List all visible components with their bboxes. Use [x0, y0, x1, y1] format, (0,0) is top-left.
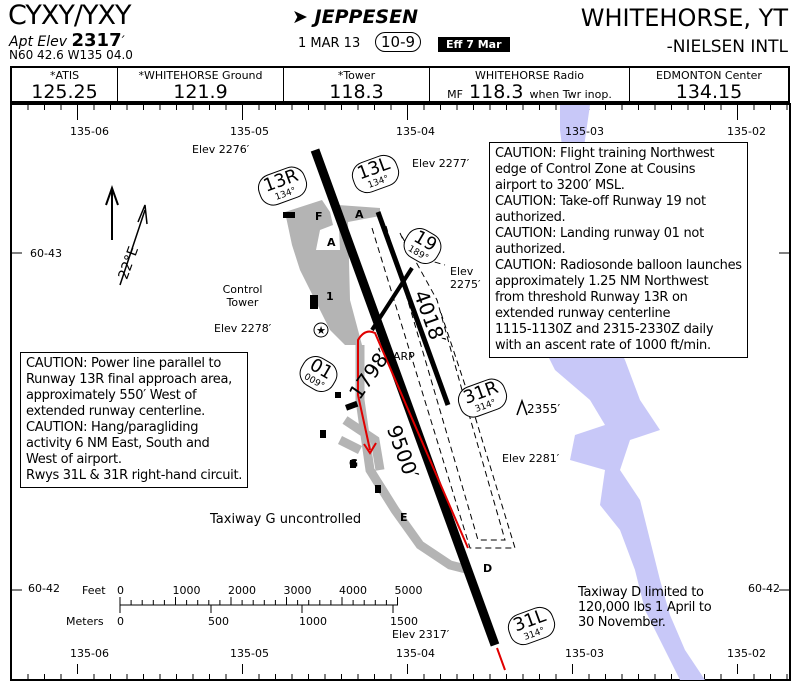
- note-line: activity 6 NM East, South and: [26, 436, 210, 451]
- spot-elevation: 2355′: [527, 402, 561, 416]
- elevation-label: Elev 2275′: [450, 265, 481, 291]
- elevation-label: Elev 2278′: [214, 322, 272, 335]
- chart-number: 10-9: [375, 32, 422, 52]
- elevation-label: Elev 2317′: [392, 628, 450, 641]
- scale-feet-tick-label: 4000: [339, 584, 367, 597]
- runway-13L-31R: [375, 211, 451, 406]
- note-line: authorized.: [495, 210, 566, 225]
- note-line: CAUTION: Power line parallel to: [26, 356, 222, 371]
- scale-feet-tick-label: 5000: [394, 584, 423, 597]
- lon-label: 135-04: [396, 125, 435, 138]
- lon-label: 135-03: [565, 647, 604, 660]
- lon-label: 135-02: [727, 647, 766, 660]
- taxiway-A-label: A: [355, 208, 364, 221]
- airport-elevation: Apt Elev 2317′: [9, 30, 125, 51]
- note-line: 1115-1130Z and 2315-2330Z daily: [495, 322, 714, 337]
- scale-meters-tick-label: 500: [208, 615, 229, 628]
- lon-label: 135-05: [230, 647, 269, 660]
- airport-coordinates: N60 42.6 W135 04.0: [9, 48, 133, 62]
- note-line: Runway 13R final approach area,: [26, 372, 232, 387]
- taxiway-g-note: Taxiway G uncontrolled: [210, 512, 362, 527]
- true-north-arrow-icon: [119, 204, 148, 286]
- lon-label: 135-05: [230, 125, 269, 138]
- taxiway-F-label: F: [315, 210, 323, 223]
- arp-label: ARP: [393, 350, 415, 363]
- runway-13R-31L: [310, 148, 500, 647]
- elevation-label: Elev 2276′: [192, 143, 250, 156]
- scale-meters-label: Meters: [66, 615, 104, 628]
- map-frame: [10, 103, 791, 681]
- effective-date: Eff 7 Mar: [438, 37, 510, 52]
- scale-feet-tick-label: 2000: [228, 584, 256, 597]
- logo-swoosh-icon: ➤: [292, 6, 315, 28]
- city-name: WHITEHORSE, YT: [580, 4, 788, 32]
- control-tower-label: Control Tower: [222, 283, 263, 309]
- approach-arrow: [496, 647, 506, 671]
- note-line: airport to 3200′ MSL.: [495, 178, 625, 193]
- note-line: approximately 1.25 NM Northwest: [495, 274, 709, 289]
- lat-label: 60-43: [30, 247, 62, 260]
- note-line: with an ascent rate of 1000 ft/min.: [495, 338, 711, 353]
- elevation-label: Elev 2281′: [502, 452, 560, 465]
- scale-feet-label: Feet: [82, 584, 106, 597]
- note-line: CAUTION: Landing runway 01 not: [495, 226, 704, 241]
- note-line: CAUTION: Flight training Northwest: [495, 146, 715, 161]
- airport-name: -NIELSEN INTL: [666, 37, 788, 57]
- note-line: from threshold Runway 13R on: [495, 290, 688, 305]
- lat-label: 60-42: [748, 582, 780, 595]
- control-tower-icon: [313, 322, 329, 338]
- tower-star-icon: ★: [316, 324, 326, 337]
- scale-meters-tick-label: 0: [117, 615, 124, 628]
- note-line: CAUTION: Radiosonde balloon launches: [495, 258, 742, 273]
- note-line: edge of Control Zone at Cousins: [495, 162, 696, 177]
- apron: [285, 200, 380, 345]
- scale-feet-tick-label: 3000: [283, 584, 312, 597]
- note-line: authorized.: [495, 242, 566, 257]
- scale-meters-tick-label: 1000: [299, 615, 327, 628]
- scale-meters-tick-label: 1500: [390, 615, 418, 628]
- jeppesen-logo: ➤ JEPPESEN: [292, 6, 418, 28]
- elevation-label: Elev 2277′: [412, 157, 470, 170]
- grid-ticks: [11, 104, 790, 680]
- lon-label: 135-06: [70, 125, 109, 138]
- obstacle-icon: [516, 398, 528, 416]
- note-line: CAUTION: Hang/paragliding: [26, 420, 199, 435]
- lon-label: 135-03: [565, 125, 604, 138]
- note-line: West of airport.: [26, 452, 122, 467]
- buildings: [283, 212, 381, 493]
- north-arrow-icon: [105, 184, 119, 240]
- note-line: extended runway centerline: [495, 306, 671, 321]
- note-line: Rwys 31L & 31R right-hand circuit.: [26, 468, 243, 483]
- airport-ident: CYXY/YXY: [8, 0, 131, 31]
- taxiway-A-label: A: [327, 236, 336, 249]
- taxiway-D-label: D: [483, 562, 493, 575]
- scale-feet-tick-label: 1000: [172, 584, 201, 597]
- note-line: approximately 550′ West of: [26, 388, 197, 403]
- lon-label: 135-06: [70, 647, 109, 660]
- lon-label: 135-02: [727, 125, 766, 138]
- taxiway-E-label: E: [400, 511, 408, 524]
- scale-feet-tick-label: 0: [117, 584, 124, 597]
- taxiway-1-label: 1: [326, 290, 334, 303]
- chart-date: 1 MAR 13: [298, 36, 361, 51]
- lat-label: 60-42: [28, 582, 60, 595]
- taxi-route: [357, 330, 469, 549]
- lon-label: 135-04: [396, 647, 435, 660]
- note-line: extended runway centerline.: [26, 404, 205, 419]
- note-line: CAUTION: Take-off Runway 19 not: [495, 194, 706, 209]
- runway-01-19: [370, 266, 414, 332]
- taxiway-G-label: G: [349, 457, 359, 470]
